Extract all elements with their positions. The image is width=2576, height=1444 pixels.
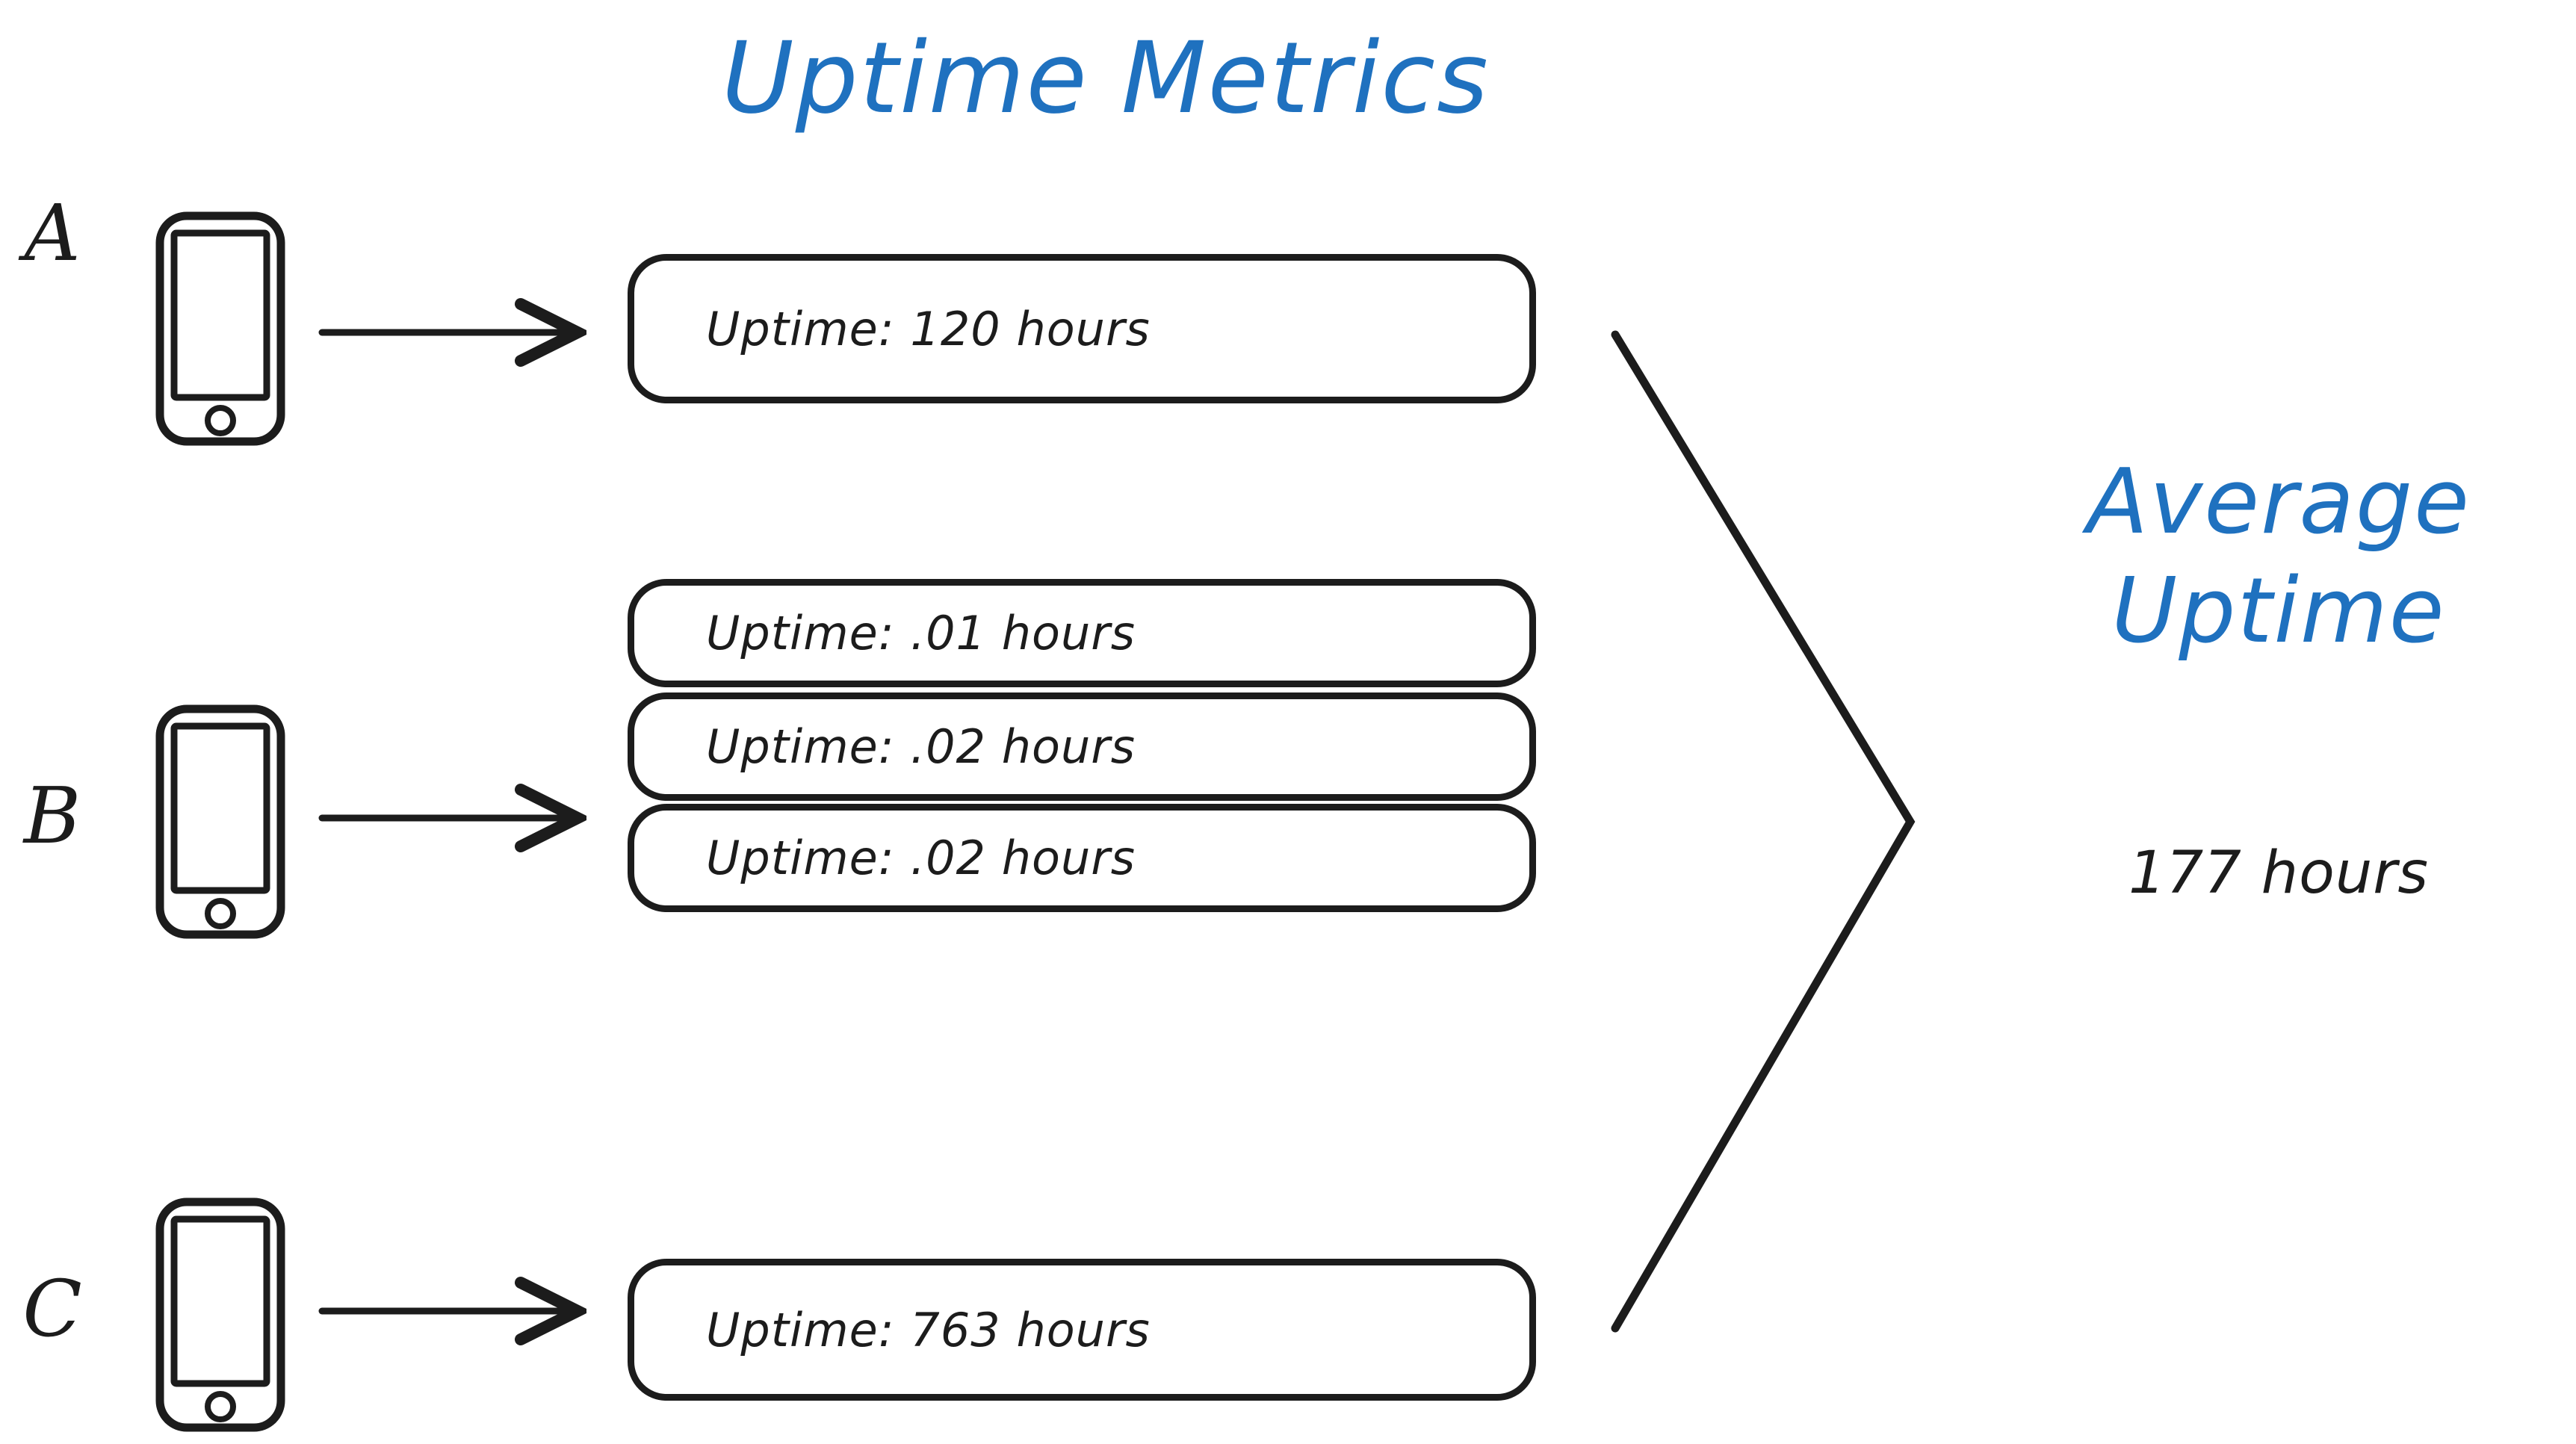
arrow-right-icon [318, 1277, 586, 1345]
metric-text: Uptime: .01 hours [706, 606, 1136, 660]
metric-box[interactable]: Uptime: .01 hours [628, 579, 1536, 687]
phone-icon [155, 211, 285, 446]
metric-box[interactable]: Uptime: 120 hours [628, 254, 1536, 403]
metric-text: Uptime: 120 hours [706, 301, 1151, 356]
metric-box[interactable]: Uptime: .02 hours [628, 692, 1536, 801]
metric-text: Uptime: .02 hours [706, 831, 1136, 885]
metric-box[interactable]: Uptime: .02 hours [628, 804, 1536, 912]
metric-text: Uptime: 763 hours [706, 1302, 1151, 1357]
group-label-b: B [23, 770, 81, 861]
result-value: 177 hours [2128, 840, 2429, 907]
phone-icon [155, 704, 285, 939]
result-title-line-2: Uptime [2111, 560, 2446, 664]
result-title: Average Uptime [1972, 448, 2576, 667]
page-title: Uptime Metrics [722, 21, 1490, 136]
converging-chevron-icon [1611, 330, 1916, 1333]
group-label-a: A [24, 188, 81, 279]
arrow-right-icon [318, 298, 586, 367]
phone-icon [155, 1197, 285, 1432]
arrow-right-icon [318, 784, 586, 852]
result-title-line-1: Average [2087, 450, 2471, 554]
metric-text: Uptime: .02 hours [706, 719, 1136, 774]
group-label-c: C [22, 1263, 82, 1354]
metric-box[interactable]: Uptime: 763 hours [628, 1259, 1536, 1401]
